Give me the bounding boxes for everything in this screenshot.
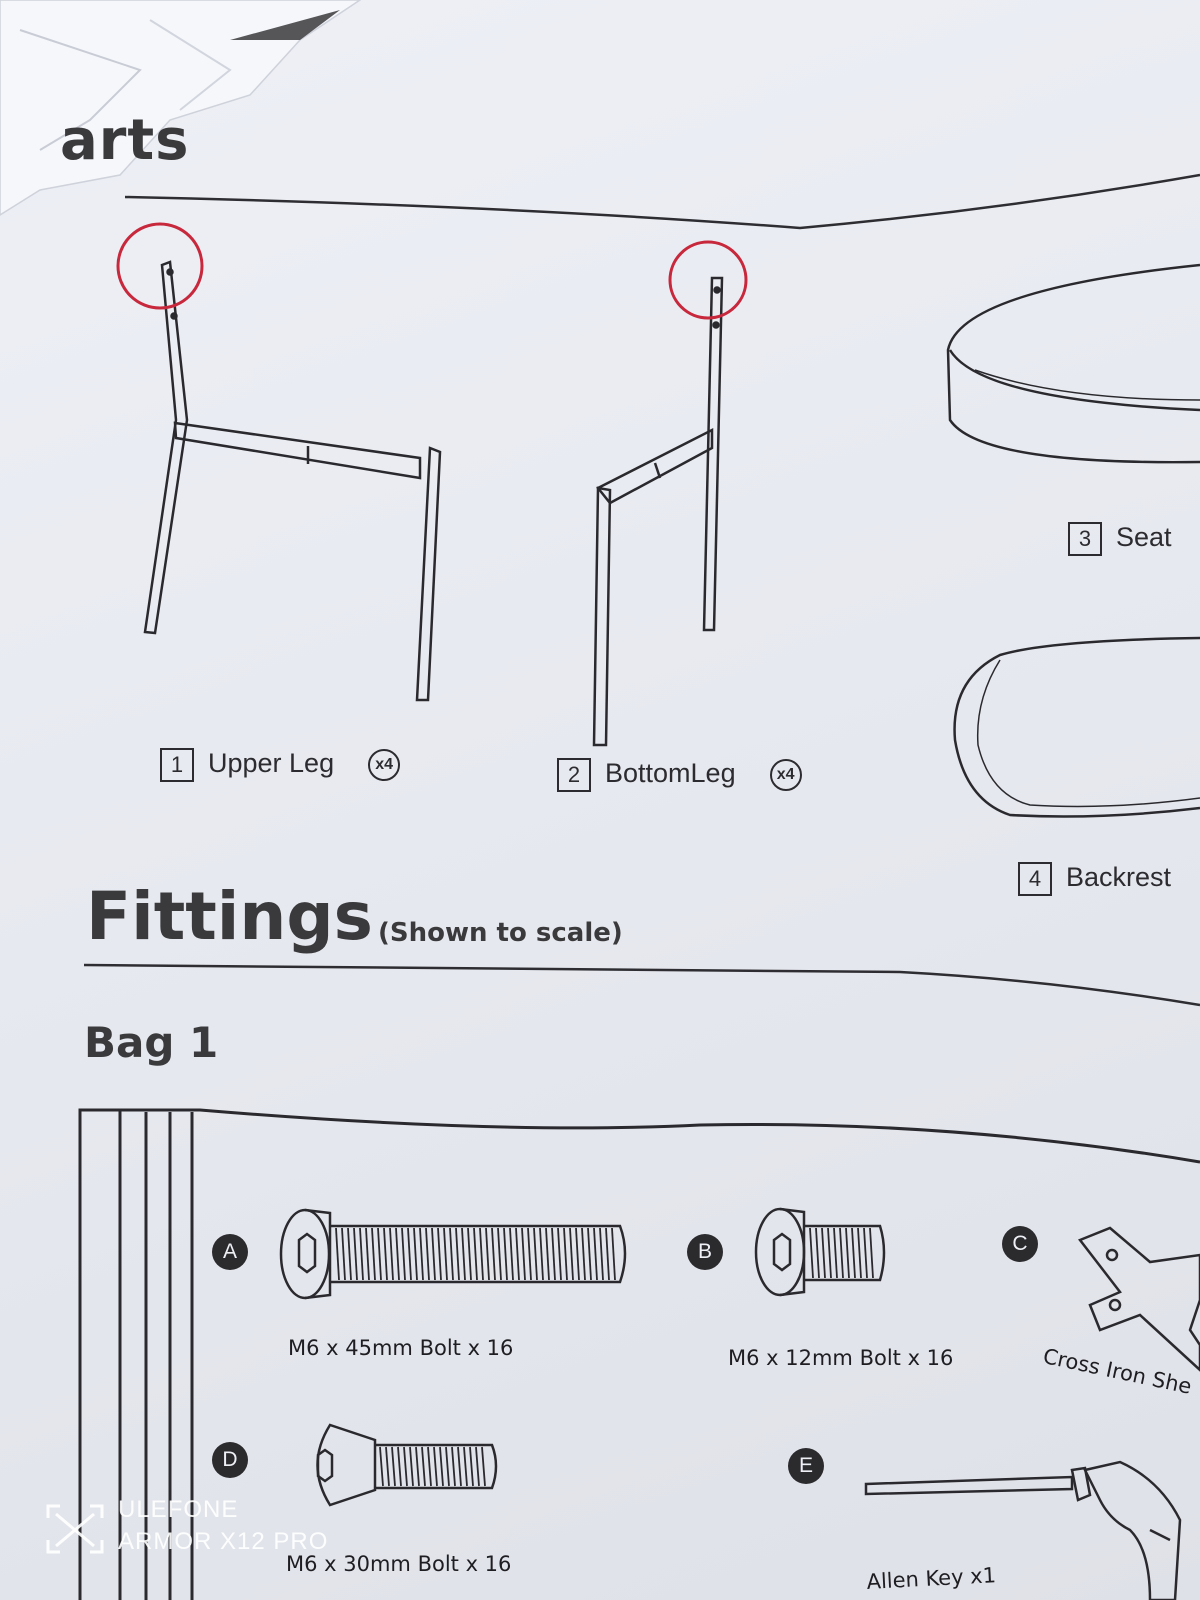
backrest-drawing [953,636,1200,818]
fitting-letter-b: B [687,1234,723,1270]
part-number-box: 1 [160,748,194,782]
bag-title: Bag 1 [84,1018,219,1067]
part-name: Backrest [1066,862,1172,893]
part-label-upper-leg: 1 Upper Leg x4 [160,748,401,782]
part-number-box: 3 [1068,522,1102,556]
watermark-line-1: ULEFONE [118,1496,239,1523]
part-name: BottomLeg [605,758,736,789]
part-number-box: 4 [1018,862,1052,896]
bolt-a-drawing [279,1208,627,1300]
upper-leg-drawing [143,260,442,702]
parts-section-title: arts [60,108,190,173]
part-name: Seat [1116,522,1172,553]
quantity-badge: x4 [769,759,802,791]
allen-key-drawing [864,1460,1182,1600]
camera-watermark: ULEFONE ARMOR X12 PRO [118,1494,328,1558]
crumpled-corner [0,0,362,216]
fitting-label-b: M6 x 12mm Bolt x 16 [728,1346,954,1370]
fitting-label-d: M6 x 30mm Bolt x 16 [286,1552,512,1576]
part-label-seat: 3 Seat [1068,522,1172,556]
fitting-letter-a: A [212,1234,248,1270]
quantity-badge: x4 [368,749,401,781]
bolt-b-drawing [754,1207,886,1297]
bottom-leg-drawing [592,276,724,747]
part-label-bottom-leg: 2 BottomLeg x4 [557,758,802,792]
camera-watermark-icon [46,1504,104,1554]
part-label-backrest: 4 Backrest [1018,862,1171,896]
fittings-subtitle: (Shown to scale) [378,918,623,948]
fittings-section-title: Fittings [86,878,373,955]
watermark-line-2: ARMOR X12 PRO [118,1528,329,1555]
parts-rule [124,173,1200,230]
bag-frame [78,1108,1200,1600]
fitting-letter-d: D [212,1442,248,1478]
cross-iron-sheet-drawing [1078,1226,1200,1372]
part-number-box: 2 [557,758,591,792]
fitting-label-a: M6 x 45mm Bolt x 16 [288,1336,514,1360]
fittings-rule [83,963,1200,1007]
part-name: Upper Leg [208,748,335,779]
fitting-letter-c: C [1002,1226,1038,1262]
fitting-letter-e: E [788,1448,824,1484]
annotation-circle-1 [116,222,204,310]
bolt-d-drawing [316,1423,498,1507]
seat-drawing [946,263,1200,464]
annotation-circle-2 [668,240,748,320]
